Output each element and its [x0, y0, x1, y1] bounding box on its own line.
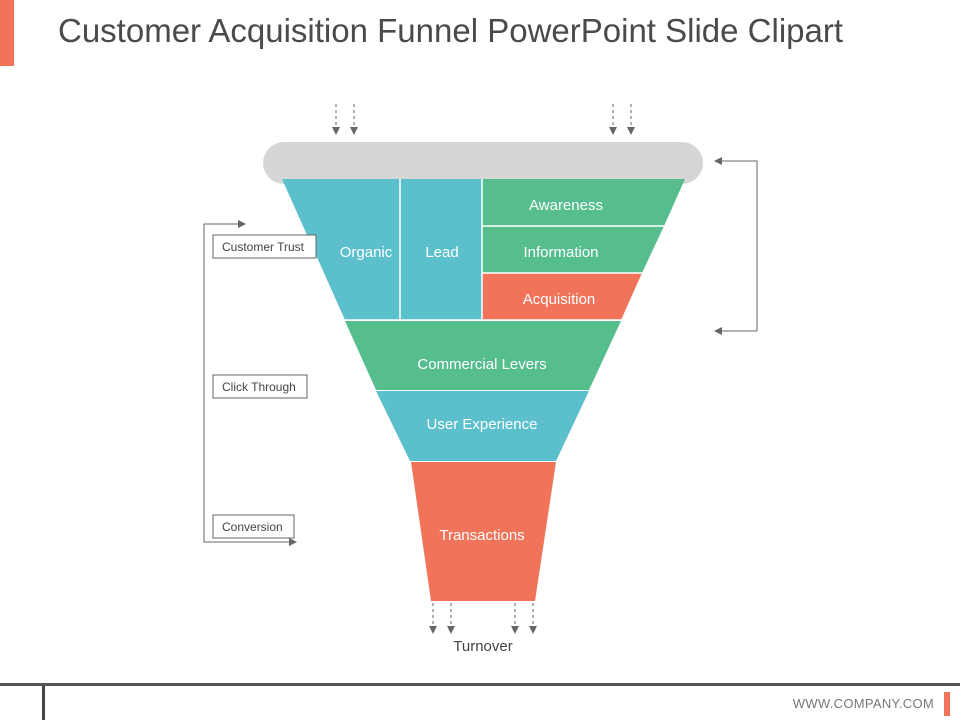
label-transactions: Transactions	[439, 527, 524, 544]
footer-divider	[0, 683, 960, 686]
segment-commercial-levers	[345, 321, 621, 390]
slide-title: Customer Acquisition Funnel PowerPoint S…	[58, 12, 844, 49]
label-acquisition: Acquisition	[523, 291, 596, 308]
segment-acquisition	[482, 273, 642, 320]
label-user-experience: User Experience	[427, 416, 538, 433]
right-feedback-arrow	[714, 157, 758, 335]
label-box-conversion: Conversion	[212, 514, 295, 539]
label-customer-trust: Customer Trust	[222, 240, 305, 254]
top-input-arrows	[332, 104, 635, 135]
footer-accent-bar	[944, 692, 950, 716]
segment-awareness	[482, 179, 685, 226]
segment-information	[482, 226, 664, 273]
label-lead: Lead	[425, 244, 458, 261]
label-information: Information	[523, 244, 598, 261]
bottom-output-arrows	[429, 603, 537, 634]
label-awareness: Awareness	[529, 197, 603, 214]
footer-tick-mark	[42, 686, 45, 720]
label-conversion: Conversion	[222, 520, 283, 534]
segment-user-experience	[376, 391, 589, 461]
label-turnover: Turnover	[453, 638, 512, 655]
label-commercial-levers: Commercial Levers	[417, 356, 546, 373]
label-organic: Organic	[340, 244, 393, 261]
left-bracket-arrow	[203, 220, 297, 546]
segment-transactions	[411, 462, 556, 601]
segment-lead	[400, 179, 482, 320]
title-accent-bar	[0, 0, 14, 66]
label-box-click-through: Click Through	[212, 374, 308, 399]
footer-url: WWW.COMPANY.COM	[792, 696, 934, 711]
label-click-through: Click Through	[222, 380, 296, 394]
funnel-rim	[263, 142, 703, 184]
segment-organic	[282, 179, 400, 320]
label-box-customer-trust: Customer Trust	[212, 234, 317, 259]
